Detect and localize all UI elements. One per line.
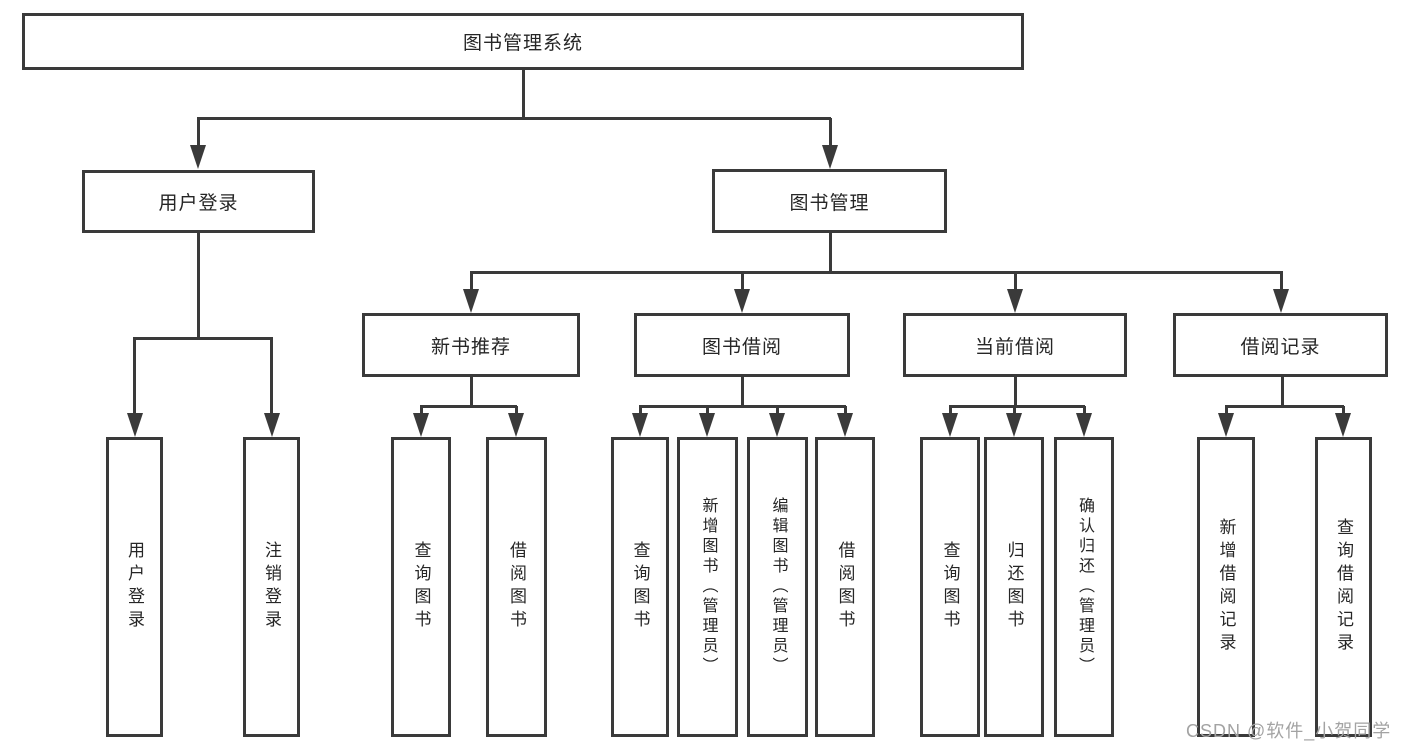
arrowhead-down-icon xyxy=(769,413,785,437)
connector-line xyxy=(469,272,473,292)
connector-line xyxy=(828,233,832,274)
arrowhead-down-icon xyxy=(1007,289,1023,313)
connector-line xyxy=(1280,377,1284,407)
connector-line xyxy=(740,272,744,292)
node-rec-borrow-book: 借阅图书 xyxy=(486,437,547,737)
node-rec-borrow-book-label: 借阅图书 xyxy=(507,541,526,633)
arrowhead-down-icon xyxy=(837,413,853,437)
node-new-book-recommend-label: 新书推荐 xyxy=(430,336,511,358)
arrowhead-down-icon xyxy=(1006,413,1022,437)
node-leaf-logout: 注销登录 xyxy=(243,437,300,737)
connector-line xyxy=(1012,406,1016,416)
connector-line xyxy=(705,406,709,416)
node-leaf-logout-label: 注销登录 xyxy=(262,541,281,633)
node-br-add-record-label: 新增借阅记录 xyxy=(1216,518,1236,656)
arrowhead-down-icon xyxy=(263,413,280,437)
connector-line xyxy=(133,336,273,340)
connector-line xyxy=(843,406,847,416)
node-bb-add-book-admin-label: 新增图书（管理员） xyxy=(699,497,717,677)
connector-line xyxy=(133,338,136,416)
node-bb-add-book-admin: 新增图书（管理员） xyxy=(677,437,738,737)
arrowhead-down-icon xyxy=(463,289,479,313)
arrowhead-down-icon xyxy=(942,413,958,437)
node-br-query-record-label: 查询借阅记录 xyxy=(1334,518,1353,656)
arrowhead-down-icon xyxy=(1076,413,1092,437)
arrowhead-down-icon xyxy=(734,289,750,313)
node-cb-return-book-label: 归还图书 xyxy=(1004,541,1024,633)
arrowhead-down-icon xyxy=(822,145,838,169)
node-cb-query-book-label: 查询图书 xyxy=(940,541,960,633)
node-bb-query-book: 查询图书 xyxy=(611,437,669,737)
arrowhead-down-icon xyxy=(1335,413,1351,437)
node-new-book-recommend: 新书推荐 xyxy=(362,313,580,377)
connector-line xyxy=(419,406,423,416)
connector-line xyxy=(1224,406,1228,416)
node-current-borrow: 当前借阅 xyxy=(903,313,1127,377)
connector-line xyxy=(197,116,831,120)
connector-line xyxy=(1279,272,1283,292)
node-root-label: 图书管理系统 xyxy=(462,33,583,54)
connector-line xyxy=(1341,406,1345,416)
connector-line xyxy=(828,118,832,150)
node-root: 图书管理系统 xyxy=(22,13,1024,70)
node-book-management: 图书管理 xyxy=(712,169,947,233)
connector-line xyxy=(196,118,200,150)
connector-line xyxy=(420,404,517,408)
connector-line xyxy=(514,406,518,416)
connector-line xyxy=(1225,404,1344,408)
node-current-borrow-label: 当前借阅 xyxy=(974,336,1055,358)
connector-line xyxy=(1082,406,1086,416)
node-user-login-label: 用户登录 xyxy=(158,193,239,214)
node-cb-confirm-return-admin: 确认归还（管理员） xyxy=(1054,437,1114,737)
node-bb-edit-book-admin-label: 编辑图书（管理员） xyxy=(769,497,787,677)
node-bb-borrow-book-label: 借阅图书 xyxy=(835,541,855,633)
connector-line xyxy=(1013,272,1017,292)
node-br-query-record: 查询借阅记录 xyxy=(1315,437,1372,737)
node-cb-return-book: 归还图书 xyxy=(984,437,1044,737)
arrowhead-down-icon xyxy=(632,413,648,437)
connector-line xyxy=(948,406,952,416)
csdn-watermark: CSDN @软件_小贺同学 xyxy=(1186,721,1392,741)
connector-line xyxy=(1013,377,1017,407)
node-leaf-user-login-label: 用户登录 xyxy=(125,541,144,633)
node-bb-query-book-label: 查询图书 xyxy=(630,541,650,633)
connector-line xyxy=(470,270,1283,274)
node-cb-confirm-return-admin-label: 确认归还（管理员） xyxy=(1076,497,1093,677)
node-bb-edit-book-admin: 编辑图书（管理员） xyxy=(747,437,808,737)
node-book-borrow-label: 图书借阅 xyxy=(701,336,782,358)
node-book-borrow: 图书借阅 xyxy=(634,313,850,377)
node-rec-query-book-label: 查询图书 xyxy=(411,541,431,633)
node-cb-query-book: 查询图书 xyxy=(920,437,980,737)
connector-line xyxy=(775,406,779,416)
connector-line xyxy=(196,233,200,340)
arrowhead-down-icon xyxy=(190,145,206,169)
node-borrow-records: 借阅记录 xyxy=(1173,313,1388,377)
arrowhead-down-icon xyxy=(413,413,429,437)
node-book-management-label: 图书管理 xyxy=(789,192,870,214)
arrowhead-down-icon xyxy=(1273,289,1289,313)
connector-line xyxy=(469,377,473,407)
connector-line xyxy=(639,404,846,408)
node-borrow-records-label: 借阅记录 xyxy=(1240,336,1321,358)
node-user-login: 用户登录 xyxy=(82,170,315,233)
node-br-add-record: 新增借阅记录 xyxy=(1197,437,1255,737)
connector-line xyxy=(521,70,525,118)
arrowhead-down-icon xyxy=(508,413,524,437)
arrowhead-down-icon xyxy=(126,413,143,437)
node-rec-query-book: 查询图书 xyxy=(391,437,451,737)
connector-line xyxy=(949,404,1085,408)
connector-line xyxy=(740,377,744,407)
node-leaf-user-login: 用户登录 xyxy=(106,437,163,737)
connector-line xyxy=(638,406,642,416)
arrowhead-down-icon xyxy=(699,413,715,437)
node-bb-borrow-book: 借阅图书 xyxy=(815,437,875,737)
arrowhead-down-icon xyxy=(1218,413,1234,437)
connector-line xyxy=(270,338,273,416)
